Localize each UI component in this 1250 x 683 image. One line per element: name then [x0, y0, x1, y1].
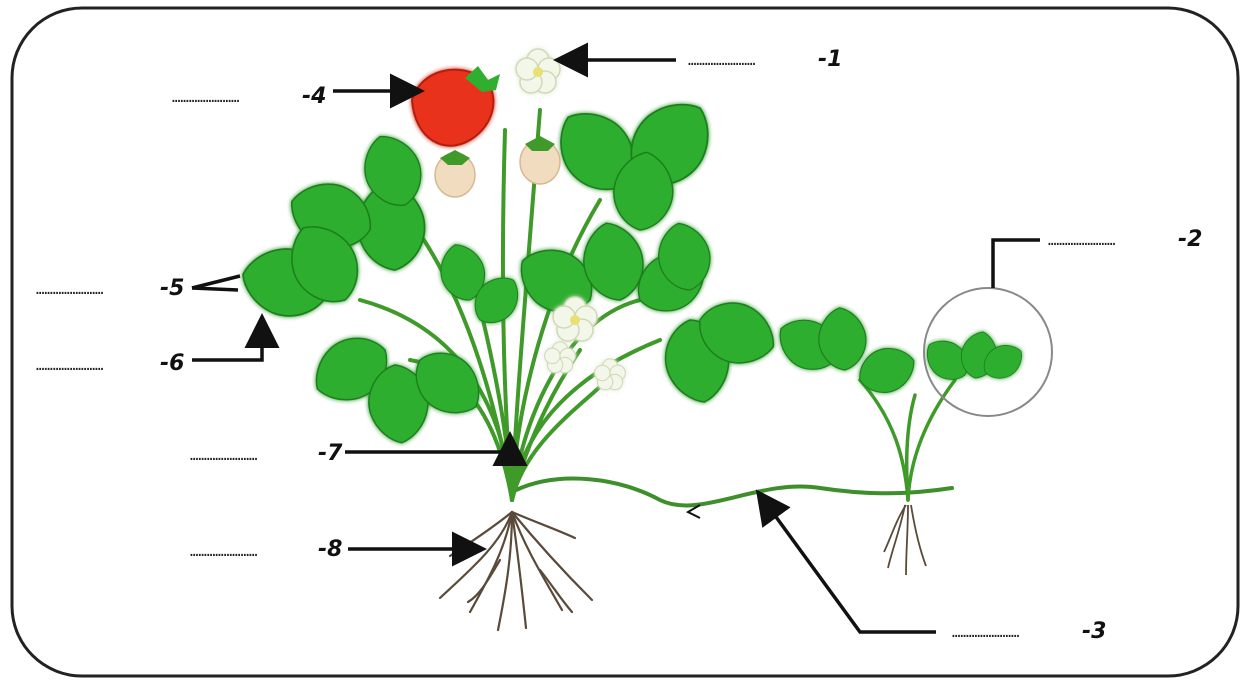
label-6-number: -6: [160, 351, 184, 376]
label-1-blank: ……………………: [688, 53, 755, 69]
label-7-blank: ……………………: [190, 448, 257, 464]
label-5-blank: ……………………: [36, 282, 103, 298]
label-2-blank: ……………………: [1048, 233, 1115, 249]
diagram-frame: [12, 8, 1238, 676]
label-4-number: -4: [302, 84, 326, 109]
label-4-blank: ……………………: [172, 90, 239, 106]
label-5-number: -5: [160, 276, 184, 301]
label-8-blank: ……………………: [190, 544, 257, 560]
label-8-number: -8: [318, 537, 342, 562]
label-3-number: -3: [1082, 619, 1106, 644]
label-1-number: -1: [818, 47, 842, 72]
label-2-number: -2: [1178, 227, 1202, 252]
label-6-blank: ……………………: [36, 358, 103, 374]
label-7-number: -7: [318, 441, 343, 466]
label-3-blank: ……………………: [952, 625, 1019, 641]
